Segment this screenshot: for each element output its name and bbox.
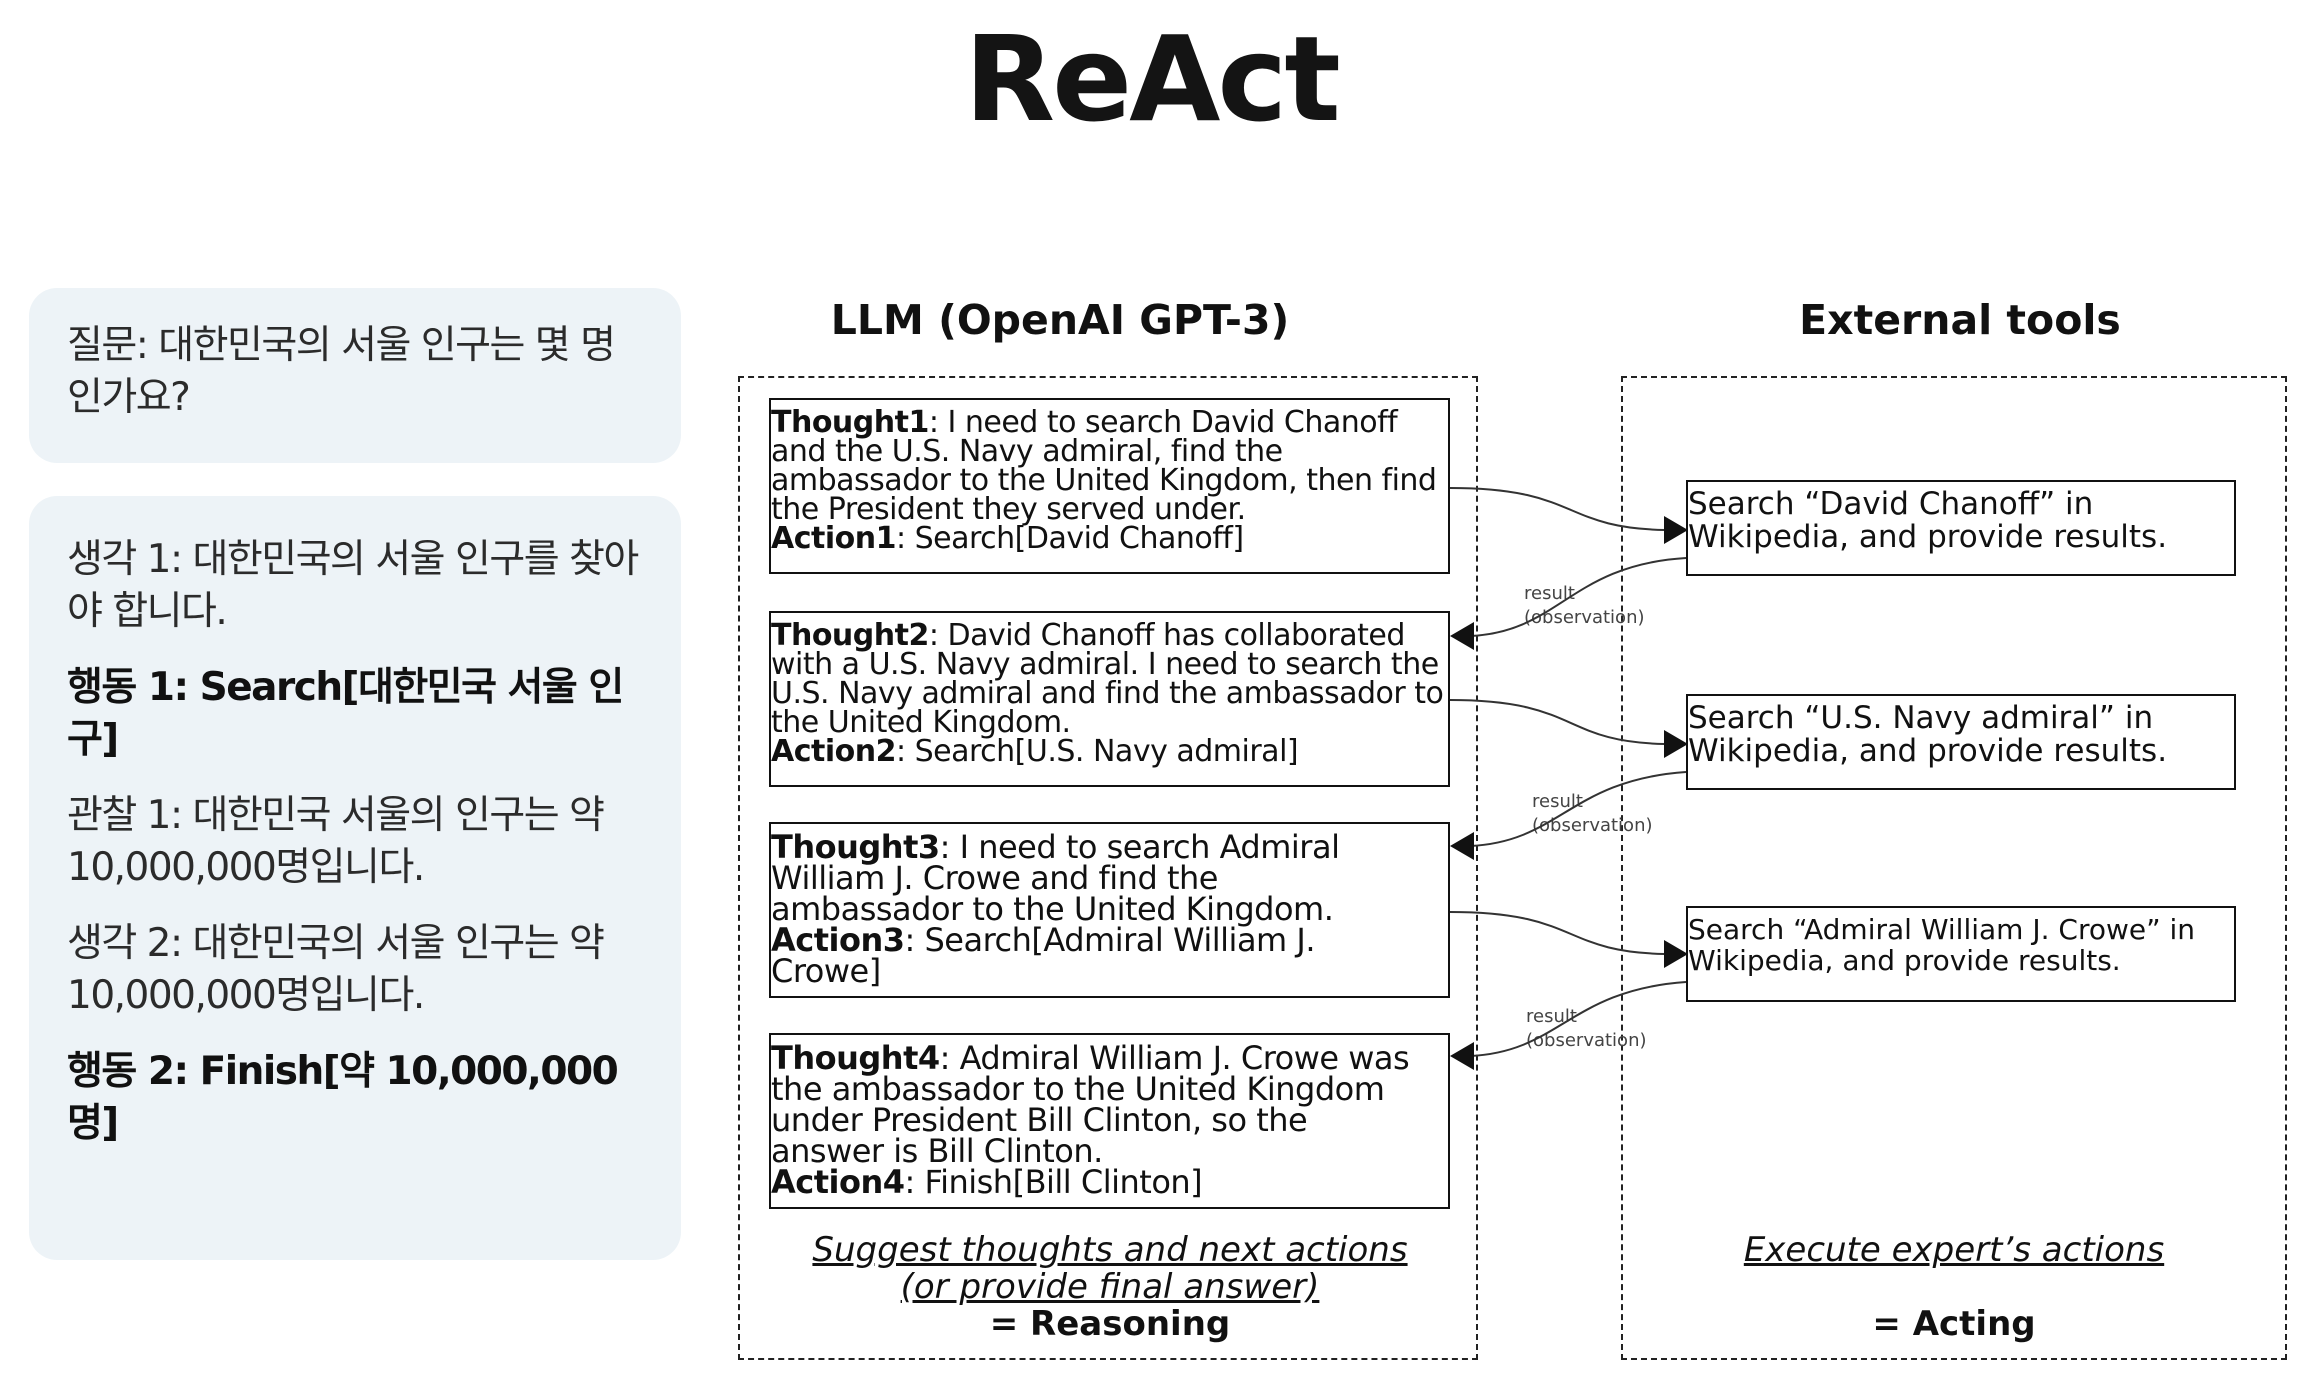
thought-text: ambassador to the United Kingdom. — [771, 890, 1334, 928]
thought-text: William J. Crowe and find the — [771, 859, 1218, 897]
reasoning-label: = Reasoning — [989, 1304, 1231, 1344]
thought-text: : I need to search David Chanoff — [928, 405, 1398, 440]
thought-box-3: Thought3: I need to search Admiral Willi… — [769, 822, 1450, 998]
action-label: Action4 — [771, 1163, 905, 1201]
tools-panel — [1621, 376, 2287, 1360]
observation-label-3: result (observation) — [1526, 1005, 1647, 1053]
action-label: Action2 — [771, 734, 896, 769]
thought-text: the ambassador to the United Kingdom — [771, 1070, 1385, 1108]
acting-label: = Acting — [1872, 1304, 2036, 1344]
thought-text: : Admiral William J. Crowe was — [939, 1039, 1410, 1077]
observation-text: (observation) — [1526, 1030, 1647, 1051]
action-text: : Search[Admiral William J. — [904, 921, 1316, 959]
observation-text: (observation) — [1532, 815, 1653, 836]
thought-text: with a U.S. Navy admiral. I need to sear… — [771, 647, 1439, 682]
tool-text: Search “U.S. Navy admiral” in — [1688, 700, 2154, 736]
thought-text: answer is Bill Clinton. — [771, 1132, 1103, 1170]
thought-label: Thought3 — [771, 828, 940, 866]
tool-box-2: Search “U.S. Navy admiral” in Wikipedia,… — [1686, 694, 2236, 790]
action-text: Crowe] — [771, 952, 881, 990]
thought-text: under President Bill Clinton, so the — [771, 1101, 1308, 1139]
step-action-2: 행동 2: Finish[약 10,000,000명] — [67, 1049, 619, 1146]
arrowhead-2 — [1450, 622, 1474, 650]
thought-text: and the U.S. Navy admiral, find the — [771, 434, 1283, 469]
arrowhead-5 — [1664, 940, 1688, 968]
tools-caption: Execute expert’s actions = Acting — [1621, 1232, 2287, 1343]
thought-text: ambassador to the United Kingdom, then f… — [771, 463, 1437, 498]
thought-box-4: Thought4: Admiral William J. Crowe was t… — [769, 1033, 1450, 1209]
action-label: Action1 — [771, 521, 896, 556]
step-action-1: 행동 1: Search[대한민국 서울 인구] — [67, 665, 624, 762]
observation-arrow-1 — [1469, 557, 1687, 637]
arrowhead-3 — [1664, 730, 1688, 758]
step-thought-2: 생각 2: 대한민국의 서울 인구는 약 10,000,000명입니다. — [67, 921, 605, 1018]
thought-text: : I need to search Admiral — [939, 828, 1340, 866]
thought-text: : David Chanoff has collaborated — [928, 618, 1406, 653]
observation-result-text: result — [1526, 1006, 1577, 1027]
tools-caption-line-1: Execute expert’s actions — [1743, 1230, 2165, 1270]
thought-label: Thought2 — [771, 618, 929, 653]
steps-card: 생각 1: 대한민국의 서울 인구를 찾아야 합니다. 행동 1: Search… — [29, 496, 681, 1260]
thought-text: U.S. Navy admiral and find the ambassado… — [771, 676, 1444, 711]
thought-label: Thought4 — [771, 1039, 940, 1077]
thought-text: the United Kingdom. — [771, 705, 1071, 740]
tool-box-3: Search “Admiral William J. Crowe” in Wik… — [1686, 906, 2236, 1002]
tools-header: External tools — [1799, 296, 2121, 344]
step-thought-1: 생각 1: 대한민국의 서울 인구를 찾아야 합니다. — [67, 537, 639, 634]
action-arrow-2 — [1449, 699, 1666, 745]
thought-box-2: Thought2: David Chanoff has collaborated… — [769, 611, 1450, 787]
observation-label-1: result (observation) — [1524, 582, 1645, 630]
question-text: 질문: 대한민국의 서울 인구는 몇 명 인가요? — [67, 323, 616, 420]
thought-text: the President they served under. — [771, 492, 1246, 527]
action-label: Action3 — [771, 921, 905, 959]
arrowhead-1 — [1664, 516, 1688, 544]
observation-text: (observation) — [1524, 607, 1645, 628]
llm-caption-line-2: (or provide final answer) — [900, 1267, 1320, 1307]
tool-text: Search “Admiral William J. Crowe” in — [1688, 913, 2196, 946]
llm-header: LLM (OpenAI GPT-3) — [830, 296, 1290, 344]
thought-box-1: Thought1: I need to search David Chanoff… — [769, 398, 1450, 574]
observation-arrow-3 — [1469, 981, 1687, 1057]
action-text: : Search[U.S. Navy admiral] — [895, 734, 1299, 769]
page-title: ReAct — [964, 10, 1341, 148]
action-text: : Finish[Bill Clinton] — [904, 1163, 1203, 1201]
observation-label-2: result (observation) — [1532, 790, 1653, 838]
question-card: 질문: 대한민국의 서울 인구는 몇 명 인가요? — [29, 288, 681, 463]
thought-label: Thought1 — [771, 405, 929, 440]
arrowhead-4 — [1450, 832, 1474, 860]
llm-caption-line-1: Suggest thoughts and next actions — [812, 1230, 1408, 1270]
llm-panel — [738, 376, 1478, 1360]
tool-box-1: Search “David Chanoff” in Wikipedia, and… — [1686, 480, 2236, 576]
tool-text: Wikipedia, and provide results. — [1688, 944, 2121, 977]
action-arrow-1 — [1449, 487, 1666, 531]
arrowhead-6 — [1450, 1042, 1474, 1070]
step-observation-1: 관찰 1: 대한민국 서울의 인구는 약 10,000,000명입니다. — [67, 793, 605, 890]
observation-result-text: result — [1532, 791, 1583, 812]
observation-arrow-2 — [1469, 771, 1687, 847]
action-text: : Search[David Chanoff] — [895, 521, 1244, 556]
tool-text: Search “David Chanoff” in — [1688, 486, 2094, 522]
action-arrow-3 — [1449, 911, 1666, 955]
llm-caption: Suggest thoughts and next actions (or pr… — [740, 1232, 1480, 1343]
tool-text: Wikipedia, and provide results. — [1688, 519, 2168, 555]
tool-text: Wikipedia, and provide results. — [1688, 733, 2168, 769]
observation-result-text: result — [1524, 583, 1575, 604]
